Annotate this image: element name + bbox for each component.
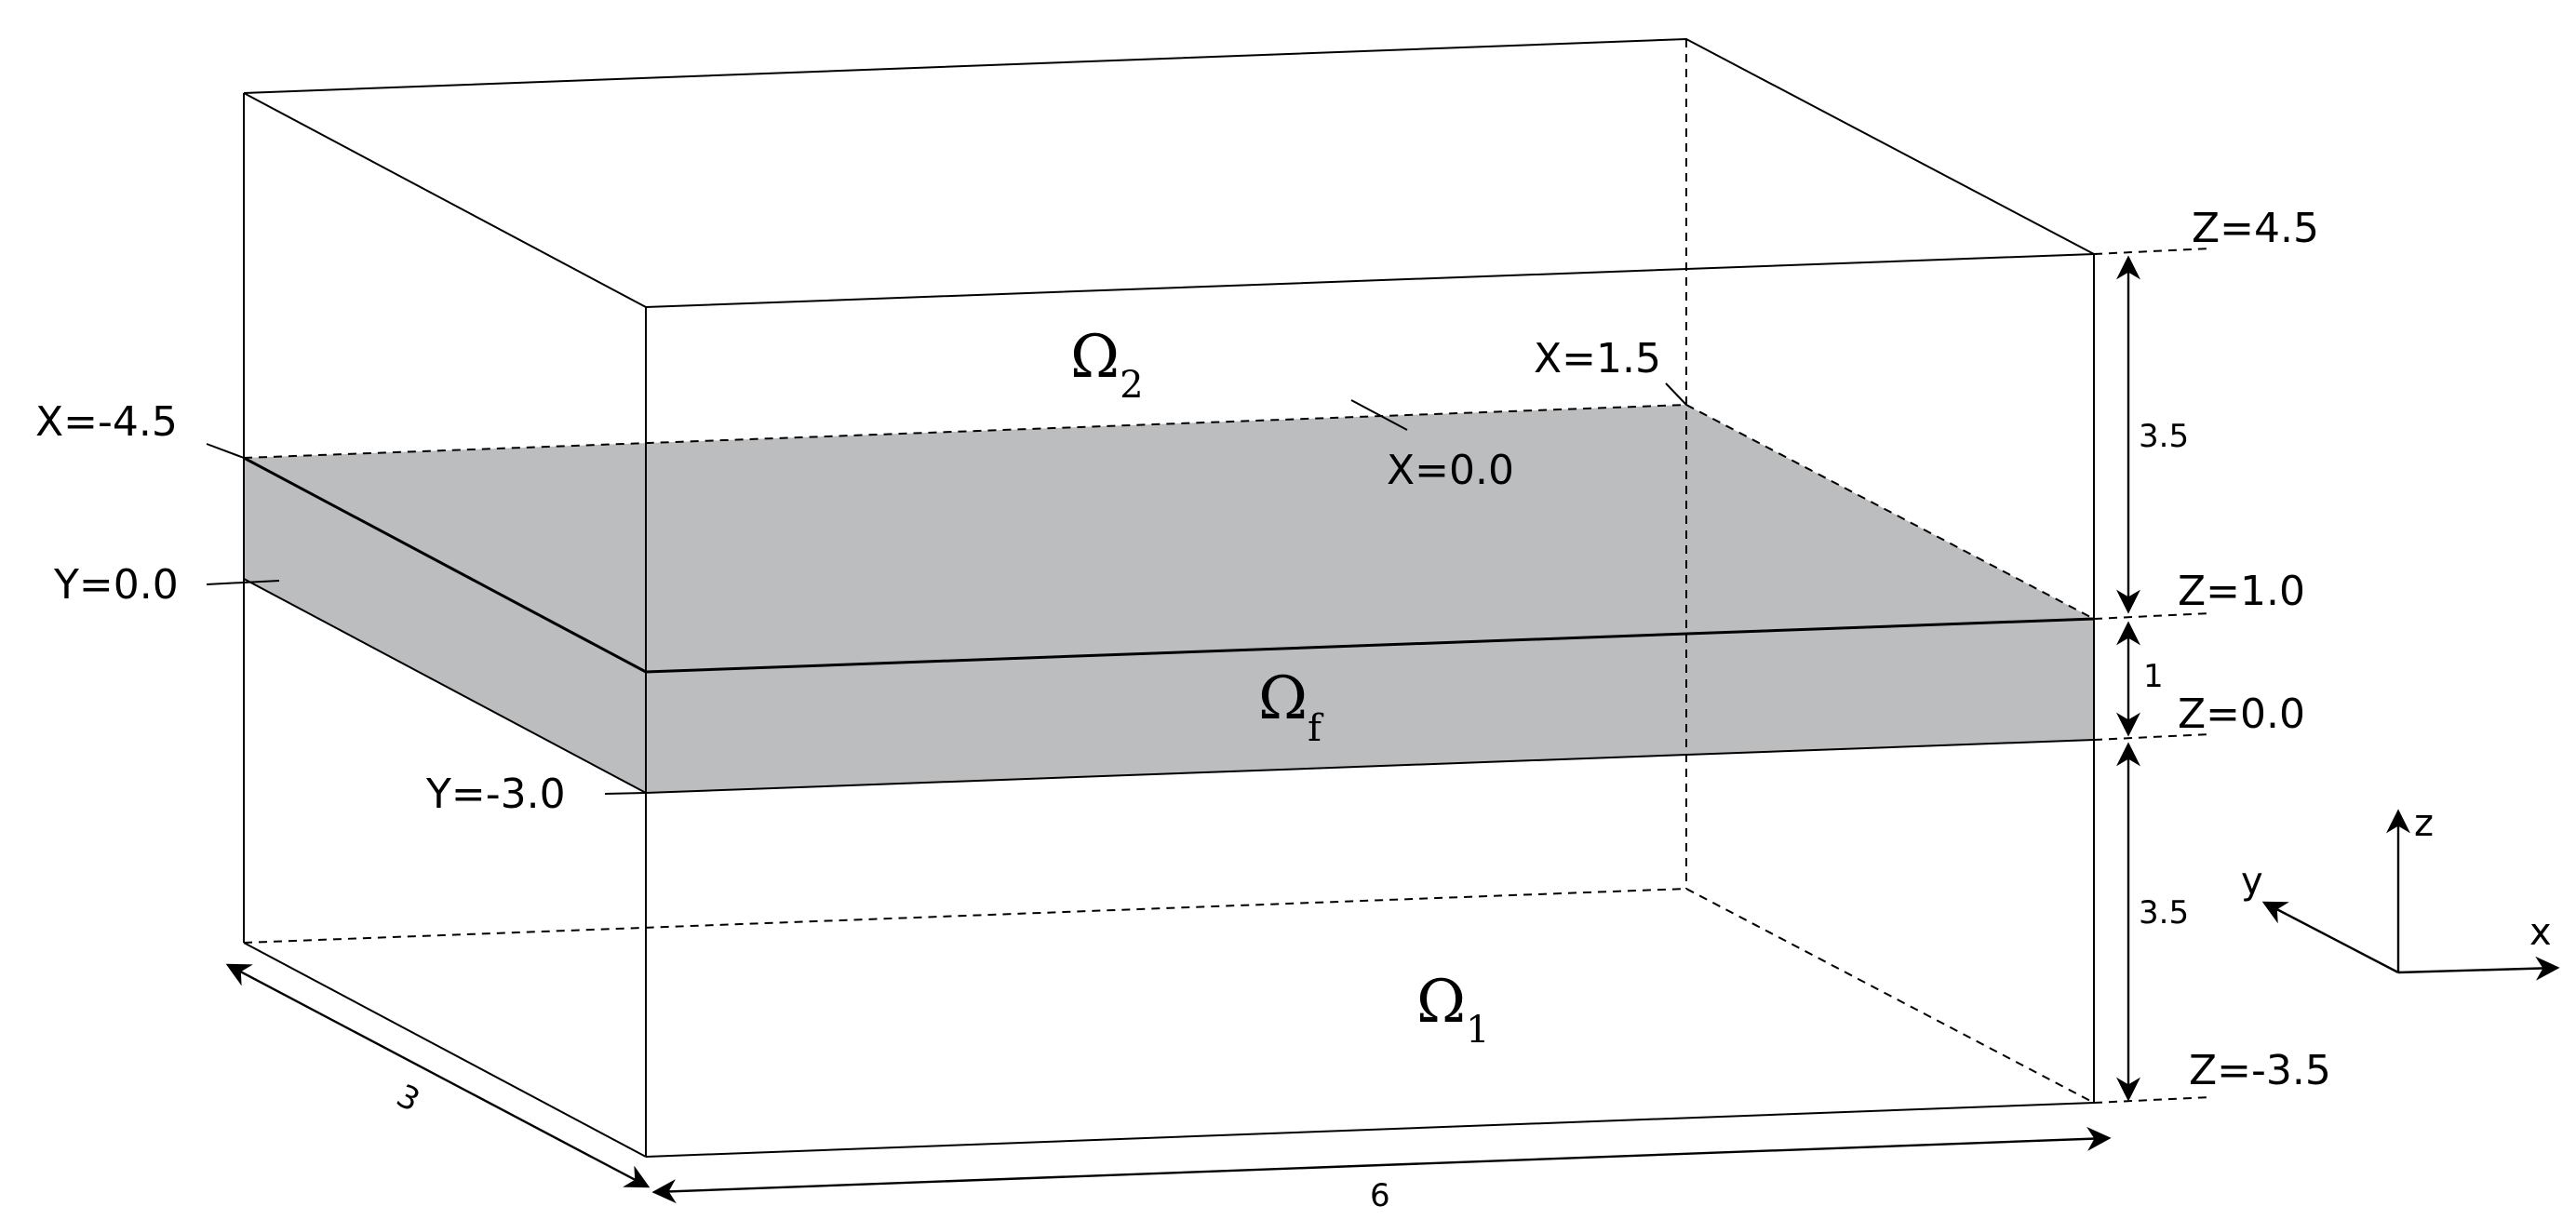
- z-bottom-extension: [2093, 1096, 2211, 1104]
- omega-f-symbol: Ω: [1258, 664, 1308, 733]
- width-arrow: [651, 1126, 2112, 1204]
- fluid-top-right-edge: [1685, 404, 2095, 620]
- region-omega-f: Ωf: [1258, 664, 1324, 750]
- bottom-right-edge: [1685, 888, 2095, 1104]
- x-mid-label: X=0.0: [1387, 447, 1514, 494]
- bottom-front-edge: [645, 1102, 2095, 1158]
- omega-1-subscript: 1: [1466, 1009, 1489, 1052]
- lower-height-label: 3.5: [2139, 894, 2189, 932]
- x-left-leader: [206, 443, 245, 459]
- z-top-extension: [2093, 248, 2211, 255]
- fluid-bottom-left-edge: [243, 578, 647, 794]
- hidden-edges: [243, 39, 2211, 1104]
- y-front-label: Y=-3.0: [425, 771, 566, 818]
- region-omega-1: Ω1: [1416, 968, 1490, 1052]
- z-fluid-top-label: Z=1.0: [2178, 568, 2305, 615]
- fluid-top-front-edge: [645, 617, 2095, 674]
- z-fluid-top-extension: [2093, 612, 2211, 620]
- z-bottom-label: Z=-3.5: [2189, 1047, 2331, 1094]
- axis-triad: z x y: [2241, 802, 2560, 981]
- fluid-layer-front-face: [646, 619, 2094, 793]
- z-top-label: Z=4.5: [2192, 205, 2319, 252]
- region-labels: Ω2 Ωf Ω1: [1070, 323, 1490, 1052]
- omega-2-subscript: 2: [1120, 364, 1143, 407]
- dimension-labels: 3.5 1 3.5 3 6: [391, 418, 2190, 1214]
- fluid-layer: [244, 405, 2094, 793]
- z-axis-label: z: [2414, 802, 2434, 845]
- fluid-height-label: 1: [2143, 658, 2164, 695]
- depth-arrow: [225, 963, 651, 1188]
- y-axis-label: y: [2241, 860, 2263, 903]
- dimension-arrows: [225, 255, 2140, 1204]
- y-front-leader: [604, 792, 647, 795]
- leader-lines: [206, 382, 1687, 795]
- x-axis-arrow: [2397, 956, 2560, 981]
- top-face: [243, 37, 2098, 309]
- y-back-label: Y=0.0: [53, 561, 179, 609]
- fluid-top-back-edge: [243, 404, 1687, 459]
- coordinate-labels: X=-4.5 X=1.5 X=0.0 Y=0.0 Y=-3.0 Z=4.5 Z=…: [35, 205, 2331, 1094]
- omega-1-symbol: Ω: [1416, 968, 1466, 1037]
- width-label: 6: [1370, 1177, 1390, 1214]
- x-axis-label: x: [2529, 911, 2552, 954]
- fluid-layer-top-face: [244, 405, 2094, 672]
- x-back-label: X=1.5: [1534, 335, 1661, 382]
- depth-label: 3: [391, 1078, 426, 1119]
- z-fluid-bottom-label: Z=0.0: [2178, 690, 2305, 738]
- bottom-back-edge: [243, 888, 1687, 944]
- fluid-bottom-front-edge: [645, 739, 2095, 794]
- x-left-label: X=-4.5: [35, 398, 178, 446]
- fluid-layer-left-face: [244, 458, 646, 793]
- z-fluid-bottom-extension: [2093, 733, 2211, 741]
- omega-f-subscript: f: [1308, 707, 1324, 750]
- x-back-leader: [1665, 382, 1687, 406]
- bottom-left-edge: [243, 942, 647, 1158]
- y-axis-arrow: [2261, 901, 2399, 974]
- fluid-top-left-edge: [243, 456, 647, 674]
- region-omega-2: Ω2: [1070, 323, 1144, 407]
- upper-height-label: 3.5: [2139, 418, 2189, 455]
- x-mid-leader: [1350, 399, 1408, 431]
- omega-2-symbol: Ω: [1070, 323, 1120, 392]
- y-back-leader: [206, 580, 280, 585]
